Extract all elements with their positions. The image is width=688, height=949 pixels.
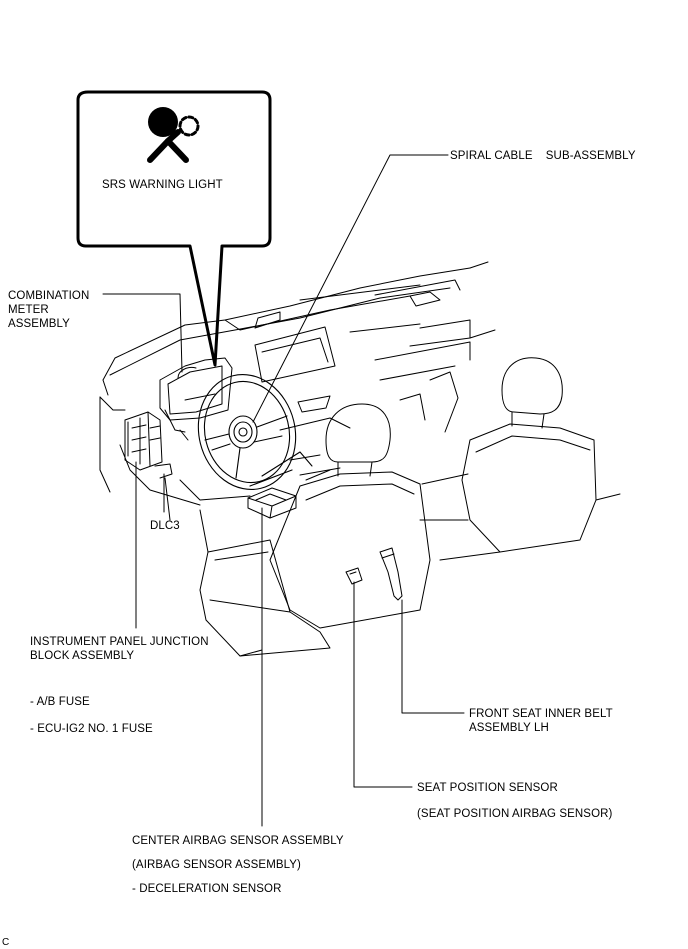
front-seat-illustration: [199, 403, 431, 657]
steering-wheel-illustration: [197, 373, 313, 491]
junction-block-illustration: [124, 411, 173, 479]
center-airbag-sensor-illustration: [247, 487, 297, 519]
callout-box: [76, 90, 272, 367]
dlc3-label: DLC3: [150, 520, 180, 532]
spiral-cable-label: SPIRAL CABLE SUB-ASSEMBLY: [450, 150, 636, 162]
airbag-warning-icon: [147, 107, 200, 163]
instrument-panel-junction-block-label: INSTRUMENT PANEL JUNCTION BLOCK ASSEMBLY: [30, 636, 209, 662]
combination-meter-illustration: [159, 357, 233, 441]
srs-warning-light-label: SRS WARNING LIGHT: [102, 179, 223, 191]
combination-meter-label: COMBINATION METER ASSEMBLY: [8, 290, 90, 330]
front-seat-inner-belt-label: FRONT SEAT INNER BELT ASSEMBLY LH: [469, 708, 613, 734]
seat-position-airbag-sensor-label: (SEAT POSITION AIRBAG SENSOR): [417, 808, 613, 820]
seat-position-sensor-label: SEAT POSITION SENSOR: [417, 782, 558, 794]
deceleration-sensor-label: - DECELERATION SENSOR: [132, 883, 282, 895]
floor-lines: [164, 469, 331, 553]
ab-fuse-label: - A/B FUSE: [30, 696, 90, 708]
leader-lines: [102, 154, 465, 827]
passenger-seat-illustration: [419, 357, 621, 561]
ecu-ig2-fuse-label: - ECU-IG2 NO. 1 FUSE: [30, 723, 153, 735]
figure-code: C: [2, 937, 10, 948]
airbag-sensor-assembly-label: (AIRBAG SENSOR ASSEMBLY): [132, 859, 301, 871]
dashboard-lines: [99, 261, 496, 506]
center-airbag-sensor-label: CENTER AIRBAG SENSOR ASSEMBLY: [132, 835, 344, 847]
